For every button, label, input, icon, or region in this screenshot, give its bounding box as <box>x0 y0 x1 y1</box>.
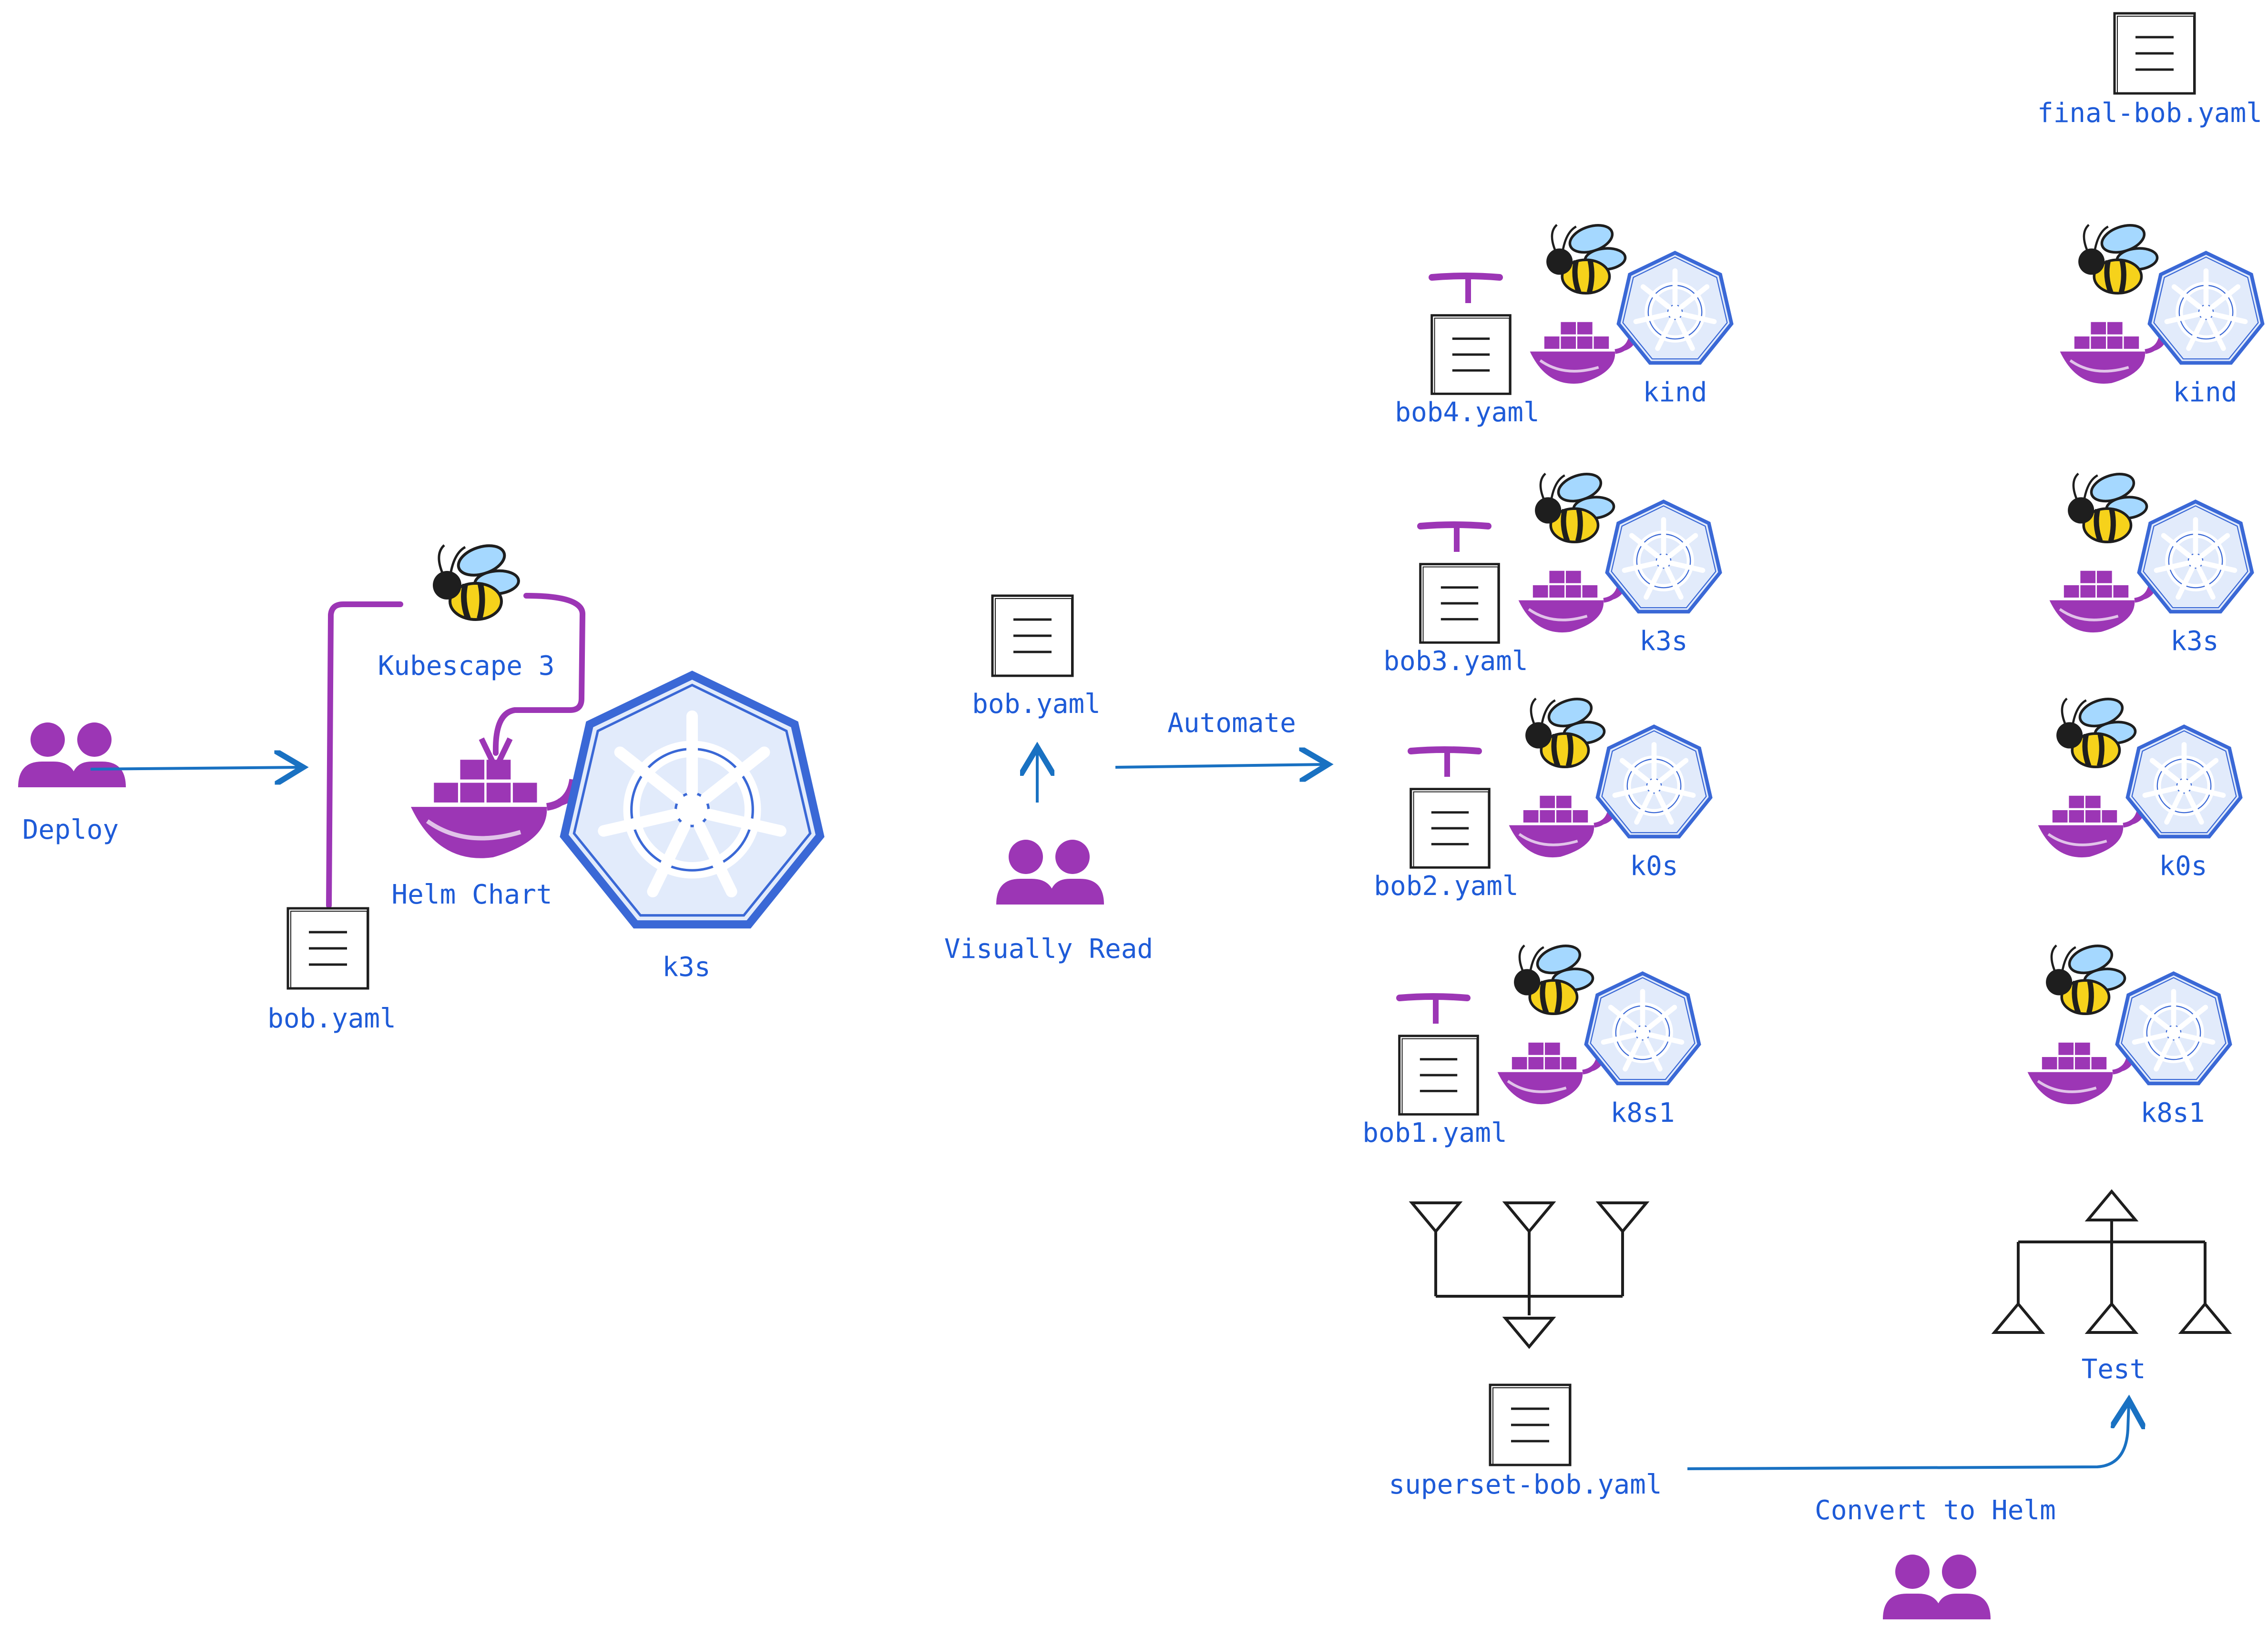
right-cluster-row: k0s <box>2038 694 2241 882</box>
docker-whale-icon <box>1498 1043 1602 1104</box>
cluster-row: bob1.yaml k8s1 <box>1362 941 1699 1149</box>
yaml-file-label: bob3.yaml <box>1383 646 1528 677</box>
docker-whale-icon <box>1509 796 1614 857</box>
kubernetes-icon <box>2149 253 2262 363</box>
final-yaml-doc-icon <box>2115 13 2195 93</box>
k3s-label: k3s <box>662 952 710 983</box>
kubescape-bee-icon <box>2078 220 2158 293</box>
yaml-file-label: bob1.yaml <box>1362 1118 1507 1149</box>
merge-input-triangle <box>1412 1203 1460 1231</box>
kubescape-bee-icon <box>433 540 520 620</box>
kubernetes-icon <box>2117 973 2230 1083</box>
right-cluster-column: kind k3s k0s k8s1 <box>2028 220 2263 1129</box>
cluster-name-label: k3s <box>1639 626 1687 657</box>
cluster-name-label: k3s <box>2170 626 2218 657</box>
kubescape-to-helm-connector <box>492 593 585 756</box>
merge-output-triangle <box>1505 1318 1553 1347</box>
cluster-name-label: kind <box>1643 377 1707 408</box>
docker-whale-icon <box>1519 571 1623 632</box>
kubescape-bee-icon <box>2068 469 2147 542</box>
kubescape-label: Kubescape 3 <box>378 651 555 681</box>
merge-tree <box>1412 1203 1646 1347</box>
test-input-triangle <box>2088 1191 2135 1220</box>
kubernetes-icon <box>1597 726 1710 836</box>
bob-yaml-label: bob.yaml <box>267 1003 396 1034</box>
kubescape-connector <box>1411 750 1479 777</box>
kubescape-bee-icon <box>1525 694 1605 767</box>
bob-yaml-middle-label: bob.yaml <box>972 689 1101 720</box>
cluster-row: bob3.yaml k3s <box>1383 469 1720 677</box>
deploy-arrow <box>90 767 300 769</box>
yaml-doc-icon <box>1411 789 1490 868</box>
right-cluster-row: kind <box>2060 220 2263 408</box>
kubescape-bee-icon <box>1535 469 1614 542</box>
kubescape-bee-icon <box>2046 941 2125 1014</box>
deploy-label: Deploy <box>22 814 119 845</box>
cluster-name-label: k0s <box>1630 851 1678 882</box>
convert-to-helm-label: Convert to Helm <box>1815 1495 2056 1526</box>
visually-read-label: Visually Read <box>944 934 1153 965</box>
cluster-name-label: k8s1 <box>2141 1098 2205 1129</box>
right-cluster-row: k3s <box>2050 469 2252 657</box>
cluster-name-label: k8s1 <box>1611 1098 1675 1129</box>
test-label: Test <box>2082 1354 2146 1385</box>
final-bob-yaml-label: final-bob.yaml <box>2037 98 2262 129</box>
test-output-triangle <box>1994 1304 2042 1332</box>
superset-bob-yaml-label: superset-bob.yaml <box>1389 1469 1662 1500</box>
cluster-name-label: kind <box>2173 377 2237 408</box>
test-output-triangle <box>2088 1304 2135 1332</box>
automate-arrow <box>1115 764 1325 767</box>
bob-yaml-doc-icon <box>288 908 368 988</box>
cluster-column: bob4.yamlkindbob3.yamlk3sbob2.yamlk0sbob… <box>1362 220 1731 1149</box>
kubescape-bee-icon <box>2056 694 2136 767</box>
docker-whale-icon <box>1530 322 1635 384</box>
docker-whale-icon <box>2060 322 2165 384</box>
convert-to-helm-arrow <box>1687 1403 2129 1470</box>
test-tree <box>1994 1191 2229 1332</box>
convert-users-icon <box>1883 1555 1991 1619</box>
kubernetes-icon <box>1618 253 1731 363</box>
k3s-kubernetes-icon <box>564 675 820 925</box>
docker-whale-icon <box>2038 796 2143 857</box>
deploy-users-icon <box>18 722 126 787</box>
merge-input-triangle <box>1599 1203 1646 1231</box>
docker-whale-icon <box>2028 1043 2132 1104</box>
yaml-doc-icon <box>1400 1036 1478 1115</box>
yaml-file-label: bob4.yaml <box>1395 397 1539 428</box>
bob-yaml-doc-icon <box>992 596 1073 676</box>
cluster-row: bob2.yaml k0s <box>1374 694 1710 902</box>
kubernetes-icon <box>1586 973 1699 1083</box>
superset-yaml-doc-icon <box>1490 1385 1570 1465</box>
visually-read-users-icon <box>996 840 1104 905</box>
kubernetes-icon <box>2127 726 2240 836</box>
cluster-name-label: k0s <box>2159 851 2207 882</box>
yaml-to-kubescape-connector <box>326 601 403 908</box>
kubescape-connector <box>1420 525 1488 552</box>
yaml-doc-icon <box>1432 315 1511 394</box>
kubescape-bee-icon <box>1546 220 1626 293</box>
cluster-row: bob4.yaml kind <box>1395 220 1731 428</box>
docker-whale-icon <box>2050 571 2154 632</box>
right-cluster-row: k8s1 <box>2028 941 2230 1129</box>
merge-input-triangle <box>1505 1203 1553 1231</box>
kubescape-connector <box>1400 996 1467 1024</box>
kubescape-connector <box>1432 276 1500 303</box>
kubernetes-icon <box>2139 501 2252 611</box>
test-output-triangle <box>2181 1304 2229 1332</box>
kubescape-bee-icon <box>1514 941 1594 1014</box>
yaml-file-label: bob2.yaml <box>1374 871 1518 902</box>
helm-chart-label: Helm Chart <box>391 879 552 910</box>
automate-label: Automate <box>1167 708 1296 739</box>
yaml-doc-icon <box>1420 564 1499 643</box>
kubernetes-icon <box>1607 501 1720 611</box>
helm-chart-whale-icon <box>411 760 578 858</box>
